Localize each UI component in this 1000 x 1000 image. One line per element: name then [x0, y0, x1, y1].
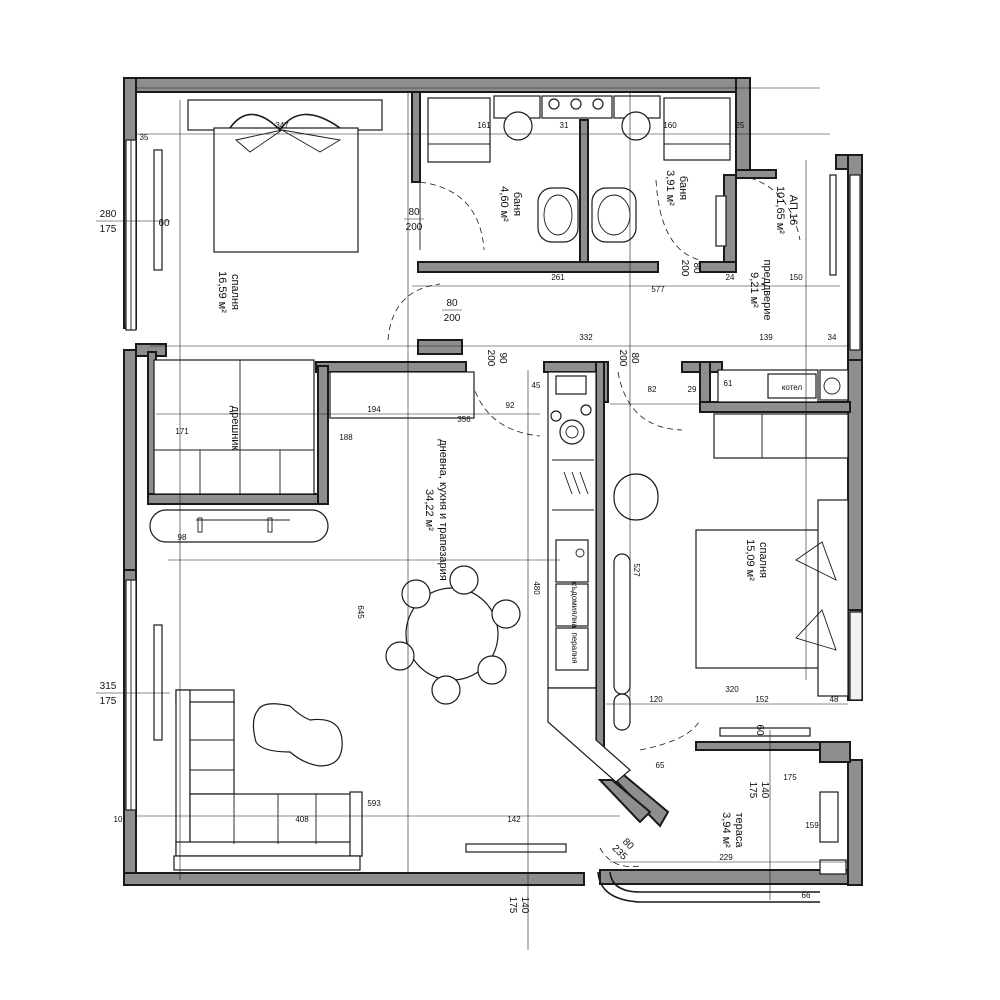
dim-160: 160	[663, 121, 677, 130]
dim-34: 34	[828, 333, 837, 342]
door-mark-5-bot: 200	[679, 260, 690, 277]
dim-188: 188	[339, 433, 353, 442]
living-name: дневна, кухня и трапезария	[437, 439, 449, 581]
dim-82: 82	[648, 385, 657, 394]
bath1-name: баня	[511, 192, 523, 216]
dim-356: 356	[457, 415, 471, 424]
bathroom-fixtures	[427, 95, 731, 247]
dim-142: 142	[507, 815, 521, 824]
terrace-name: тераса	[733, 813, 745, 849]
dim-645: 645	[356, 605, 365, 619]
window-mark-3-top: 140	[519, 897, 530, 914]
hall-area: 9,21 м²	[748, 272, 760, 308]
bath2-area: 3,91 м²	[664, 170, 676, 206]
interior-walls	[135, 91, 851, 828]
bedroom2-name: спалня	[757, 542, 769, 578]
dim-175: 175	[783, 773, 797, 782]
dim-48: 48	[830, 695, 839, 704]
bedroom1-name: спалня	[229, 274, 241, 310]
apartment-name: АП 16	[787, 195, 799, 225]
dim-45: 45	[532, 381, 541, 390]
dim-347: 347	[275, 121, 289, 130]
dim-65: 65	[656, 761, 665, 770]
dim-139: 139	[759, 333, 773, 342]
door-mark-2-bot: 200	[444, 313, 461, 324]
door-mark-2-top: 80	[446, 298, 458, 309]
hall-name: преддверие	[761, 259, 773, 320]
dim-159: 159	[805, 821, 819, 830]
terrace-fixtures	[819, 791, 847, 875]
room-labels: спалня 16,59 м² дрешник баня 4,60 м² бан…	[216, 170, 802, 848]
bath1-area: 4,60 м²	[498, 186, 510, 222]
door-mark-3-top: 90	[497, 352, 508, 364]
window-mark-2-bot: 175	[100, 696, 117, 707]
living-area: 34,22 м²	[423, 489, 435, 531]
dim-161: 161	[477, 121, 491, 130]
dim-408: 408	[295, 815, 309, 824]
dim-593: 593	[367, 799, 381, 808]
dim-577: 577	[651, 285, 665, 294]
kitchen	[547, 371, 631, 783]
dim-35: 35	[140, 133, 149, 142]
window-mark-1-top: 280	[100, 209, 117, 220]
dim-194: 194	[367, 405, 381, 414]
dim-171: 171	[175, 427, 189, 436]
dim-25a: 25	[736, 121, 745, 130]
window-mark-4-bot: 175	[747, 782, 758, 799]
bedroom2-furniture	[613, 413, 863, 701]
dimension-numbers: 347 161 31 160 25 35 60 261 577 150 24 3…	[114, 121, 839, 900]
bedroom2-area: 15,09 м²	[744, 539, 756, 581]
door-mark-6-top: 60	[754, 724, 765, 736]
dim-29: 29	[688, 385, 697, 394]
dim-31: 31	[560, 121, 569, 130]
door-mark-5-top: 80	[691, 262, 702, 274]
dim-150: 150	[789, 273, 803, 282]
window-mark-4-top: 140	[759, 782, 770, 799]
door-mark-1-bot: 200	[406, 222, 423, 233]
door-mark-4-top: 80	[629, 352, 640, 364]
dimension-lines	[136, 87, 850, 950]
dim-480: 480	[532, 581, 541, 595]
bath2-name: баня	[677, 176, 689, 200]
living-furniture	[149, 509, 521, 871]
apartment-area: 101,65 м²	[774, 186, 786, 234]
dim-152: 152	[755, 695, 769, 704]
washer-label: пералня	[570, 632, 579, 663]
window-mark-2-top: 315	[100, 681, 117, 692]
dim-332: 332	[579, 333, 593, 342]
dim-527: 527	[632, 563, 641, 577]
dim-66: 66	[802, 891, 811, 900]
dim-92: 92	[506, 401, 515, 410]
door-mark-4-bot: 200	[617, 350, 628, 367]
dim-320: 320	[725, 685, 739, 694]
dim-10: 10	[114, 815, 123, 824]
dim-120: 120	[649, 695, 663, 704]
bedroom1-area: 16,59 м²	[216, 271, 228, 313]
dim-261: 261	[551, 273, 565, 282]
window-mark-1-bot: 175	[100, 224, 117, 235]
dishwasher-label: съдомиялна	[570, 582, 579, 629]
terrace-area: 3,94 м²	[720, 812, 732, 848]
door-mark-1-top: 80	[408, 207, 420, 218]
boiler-label: котел	[782, 383, 803, 392]
dim-61: 61	[724, 379, 733, 388]
dim-98: 98	[178, 533, 187, 542]
window-mark-3-bot: 175	[507, 897, 518, 914]
closet-name: дрешник	[229, 406, 241, 451]
bedroom1-furniture	[153, 99, 475, 495]
dim-60: 60	[158, 218, 170, 229]
door-mark-3-bot: 200	[485, 350, 496, 367]
hall-fixtures	[717, 369, 849, 403]
windows	[125, 139, 861, 903]
dim-24: 24	[726, 273, 735, 282]
dim-229: 229	[719, 853, 733, 862]
